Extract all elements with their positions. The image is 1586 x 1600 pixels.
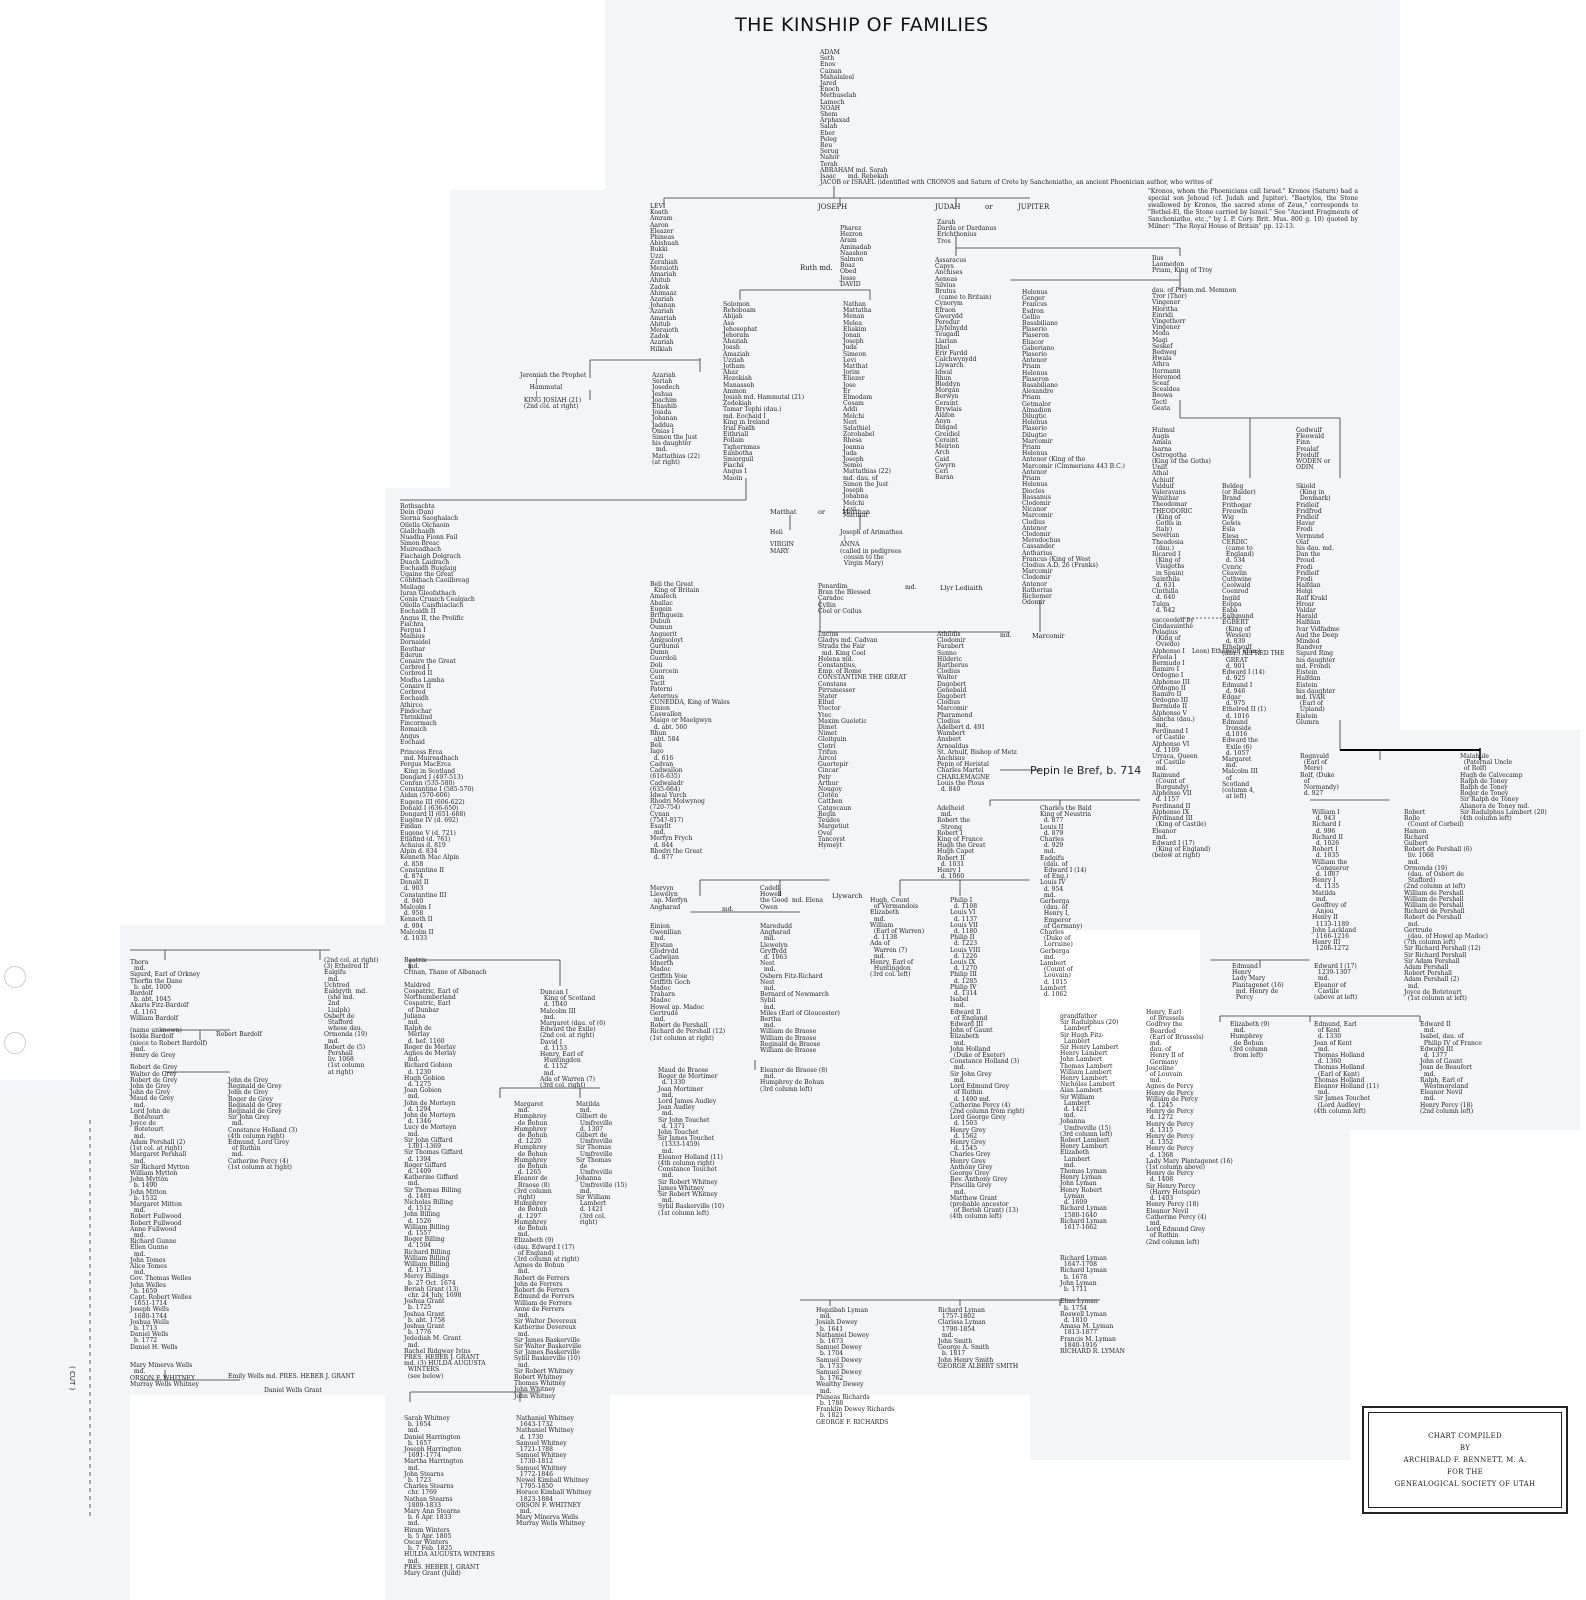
smith-lineage: Richard Lyman 1757-1802 Clarissa Lyman 1… [938,1307,1019,1370]
judah-label: JUDAH [935,203,961,211]
pharez-lineage: Pharez Hezron Aram Aminadab Naashon Salm… [840,225,872,288]
adelheid-lineage: Adelheid md. Robert the Strong Robert I … [937,805,986,881]
jeremiah-lineage: Jeremiah the Prophet | Hammutal | KING J… [520,372,587,411]
credit-line-2: BY [1459,1444,1471,1452]
irish-kings-lineage: Rothsachta Dein (Dan) Siorna Saoghalach … [400,503,475,746]
beldeg-lineage: Beldeg (or Balder) Brand Frithogar Freaw… [1222,483,1285,801]
skjold-lineage: Skiold (King in Denmark) Fridleif Fridfr… [1296,483,1340,726]
duncan-lineage: Duncan I King of Scotland d. 1040 Malcol… [540,989,606,1090]
joseph-arimathea-lineage: Joseph of Arimathea | ANNA (called in pe… [840,529,903,568]
maredudd-lineage: Maredudd Angharad md. Llewelyn Gryffydd … [760,923,840,1055]
assaracus-lineage: Assaracus Capys Anchises Aeneas Silvius … [935,257,992,482]
paper-lower-center [385,1380,610,1600]
paper-top [605,0,1400,205]
malahule-lineage: Malahule (Paternal Uncle of Rolf) Hugh d… [1460,753,1547,823]
welsh-kings-lineage: Beli the Great King of Britain Amalech A… [650,581,730,861]
dewey-lineage: Hepzibah Lyman md. Josiah Dewey b. 1641 … [816,1307,895,1426]
helenus-lineage: Helenus Genger Francus Esdron Gellio Bas… [1022,289,1125,607]
einion-lineage: Einion Gwenllian md. Elystan Glodrydd Ca… [650,923,726,1042]
penardim-lineage: Penardim Bran the Blessed Caradoc Cyllin… [818,583,871,615]
daniel-wells-grant-label: Daniel Wells Grant [264,1387,323,1394]
marcomir-label: Marcomir [1032,632,1065,640]
robert-rollo-lineage: Robert Rollo (Count of Corbeil) Hamon Ri… [1404,809,1488,1003]
md-cadell-label: md. [722,906,734,913]
or-label-2: or [818,508,826,516]
azariah-lineage: Azariah Seriah Josedech Jeshua Joachim E… [652,372,700,466]
lyman-lineage: Richard Lyman 1647-1708 Richard Lyman b.… [1060,1255,1125,1356]
elizabeth-bohun-lineage: Elizabeth (9) md. Humphrey de Bohun (3rd… [1230,1021,1270,1060]
punch-hole [4,966,26,988]
md-llyr-label: md. [905,584,917,591]
athildis-lineage: Athildis Clodomir Farabert Sunno Hilderi… [937,631,1017,794]
llyr-label: Llyr Lediaith [940,584,983,592]
joseph-label: JOSEPH [818,203,848,211]
godwulf-lineage: Godwulf Fleowald Finn Frealaf Fredulf WO… [1296,427,1331,472]
credit-line-3: ARCHIBALD F. BENNETT, M. A. [1403,1456,1527,1464]
or-label: or [985,203,993,211]
credit-line-5: GENEALOGICAL SOCIETY OF UTAH [1394,1480,1536,1488]
lucius-lineage: Lucius Gladys md. Cadvan Strada the Fair… [818,631,907,849]
solomon-lineage: Solomon Rehoboam Abijah Asa Jehosophat J… [723,301,805,482]
thora-lineage: Thora md. Sigurd, Earl of Orkney Thorfin… [130,959,208,1388]
ruth-label: Ruth md. [800,264,833,272]
priam-daughter-lineage: dau. of Priam md. Memnon Tror (Thor) Vin… [1152,287,1237,412]
credit-inner: CHART COMPILED BY ARCHIBALD F. BENNETT, … [1368,1412,1562,1508]
md-athildis-label: md. [1000,632,1012,639]
rognvald-lineage: Rognvald (Earl of Mere) Rolf, (Duke of N… [1300,753,1339,798]
adam-lineage: ADAM Seth Enos Cainan Mahalaleel Jared E… [820,49,1213,187]
punch-hole [4,1032,26,1054]
beatrix-lineage: Beatrix md. Crinan, Thane of Albanach Ma… [404,957,487,1380]
credit-line-4: FOR THE [1446,1468,1484,1476]
matthan-label: Matthan [842,508,871,516]
charles-bald-lineage: Charles the Bald King of Neustria d. 877… [1040,805,1092,999]
paper-far-right [1200,730,1580,1130]
scots-kings-lineage: Princess Erca md. Muireadhach Fergus Mac… [400,749,474,943]
pelagius-lineage: Pelagius (King of Oviedo) Alphonso I Fru… [1152,629,1211,860]
paper-upper-left [450,190,1400,490]
emily-wells-label: Emily Wells md. PRES. HEBER J. GRANT [228,1373,355,1380]
philip-lineage: Philip I d. 1108 Louis VI d. 1137 Louis … [950,897,1025,1221]
leon-label: Leon) Ethelwulf (dau.) [1192,648,1261,655]
sarah-whitney-lineage: Sarah Whitney b. 1654 md. Daniel Harring… [404,1415,495,1578]
robert-bardolf-label: Robert Bardolf [216,1031,262,1038]
radulphus-lineage: grandfather Sir Radulphus (20) Lambert S… [1060,1013,1119,1231]
ethelred-lineage: (2nd col. at right) (3) Ethelred II Ealg… [324,957,379,1076]
henry-brussels-lineage: Henry, Earl of Brussels Godfrey the Bear… [1146,1009,1233,1246]
eleanor-braose-lineage: Eleanor de Braose (8) md. Humphrey de Bo… [760,1067,828,1093]
cut-marker: ( CUT ) [68,1366,76,1391]
edmund-kent-lineage: Edmund, Earl of Kent d. 1330 Joan of Ken… [1314,1021,1379,1115]
maud-braose-lineage: Maud de Braose Roger de Mortimer d. 1330… [658,1067,725,1217]
nathan-lineage: Nathan Mattatha Menan Melea Eliakim Jona… [843,301,891,519]
succeeded-note: succeeded by Cindasuinthe [1152,617,1194,631]
llywarch-label: Llywarch [832,892,863,900]
ilus-lineage: Ilus Laomedon Priam, King of Troy [1152,255,1213,275]
heli-lineage: Heli VIRGIN MARY [770,529,795,555]
margaret-bohun-lineage: Margaret md. Humphrey de Bohun Humphrey … [514,1101,582,1400]
cadell-lineage: Cadell Howell the Good md. Elena Owen [760,885,824,911]
levi-lineage: LEVI Koath Amram Aaron Eleazer Phineas A… [650,203,679,353]
jacob-footnote: "Kronos, whom the Phoenicians call Israe… [1148,188,1358,230]
pepin-annotation: Pepin le Bref, b. 714 [1030,764,1142,777]
nathaniel-whitney-lineage: Nathaniel Whitney 1643-1732 Nathaniel Wh… [516,1415,592,1528]
credit-box: CHART COMPILED BY ARCHIBALD F. BENNETT, … [1362,1406,1568,1514]
edward-ii-lineage: Edward II md. Isabel, dau. of Philip IV … [1420,1021,1482,1115]
paper-left-strip [0,1080,130,1600]
matthat-label: Matthat [770,508,797,516]
zarah-lineage: Zarah Darda or Dardanus Erichthonius Tro… [937,219,997,245]
paper-right-lower [1030,1100,1350,1460]
hulmul-lineage: Hulmul Augis Amala Isarna Ostrogotha (Ki… [1152,427,1211,614]
edward-i-lineage: Edward I (17) 1239-1307 md. Eleanor of C… [1314,963,1358,1002]
william-i-lineage: William I d. 943 Richard I d. 996 Richar… [1312,809,1357,953]
edmund-henry-lineage: Edmund Henry Lady Mary Plantagenet (16) … [1232,963,1284,1002]
hugh-vermandois-lineage: Hugh, Count of Vermandois Elizabeth md. … [870,897,925,979]
mervyn-lineage: Mervyn Llewelyn ap. Merfyn Angharad [650,885,688,911]
matilda-lineage: Matilda md. Gilbert de Umfreville d. 130… [576,1101,627,1226]
credit-line-1: CHART COMPILED [1428,1432,1502,1440]
john-grey-lineage: John de Grey Reginald de Grey John de Gr… [228,1077,298,1171]
chart-title: THE KINSHIP OF FAMILIES [735,14,989,36]
jupiter-label: JUPITER [1018,203,1050,211]
